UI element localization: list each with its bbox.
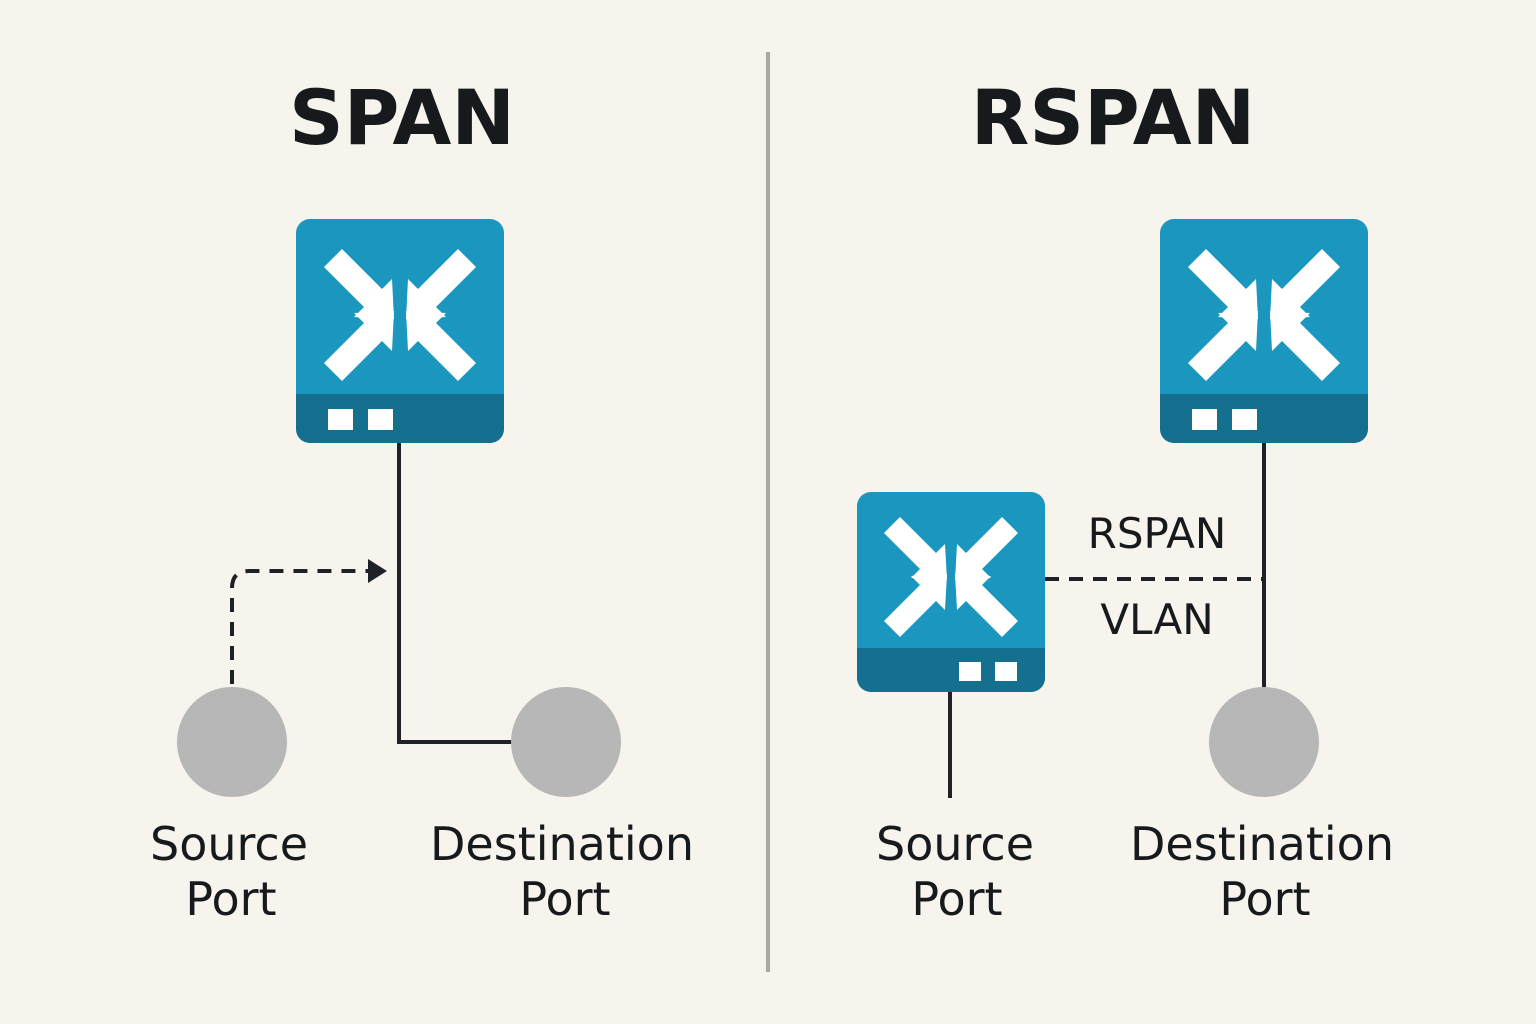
rspan-vlan-label-line2: VLAN <box>1100 595 1213 644</box>
span-destination-port-label-line1: Destination <box>430 817 694 871</box>
rspan-vlan-label-line1: RSPAN <box>1088 509 1227 558</box>
rspan-destination-port-label-line1: Destination <box>1130 817 1394 871</box>
span-destination-port-icon <box>511 687 621 797</box>
span-title: SPAN <box>289 73 515 162</box>
rspan-destination-port-icon <box>1209 687 1319 797</box>
span-source-port-icon <box>177 687 287 797</box>
rspan-source-switch-icon <box>857 492 1045 692</box>
span-source-traffic-dashed <box>230 569 370 684</box>
span-traffic-arrowhead <box>368 559 387 583</box>
span-destination-port-label-line2: Port <box>519 872 610 926</box>
span-source-port-label-line2: Port <box>185 872 276 926</box>
span-switch-icon <box>296 219 504 443</box>
rspan-source-port-label-line2: Port <box>911 872 1002 926</box>
rspan-destination-switch-icon <box>1160 219 1368 443</box>
rspan-destination-port-label-line2: Port <box>1219 872 1310 926</box>
span-mirror-link <box>397 443 512 744</box>
span-source-port-label-line1: Source <box>150 817 308 871</box>
rspan-title: RSPAN <box>971 73 1255 162</box>
rspan-source-port-label-line1: Source <box>876 817 1034 871</box>
